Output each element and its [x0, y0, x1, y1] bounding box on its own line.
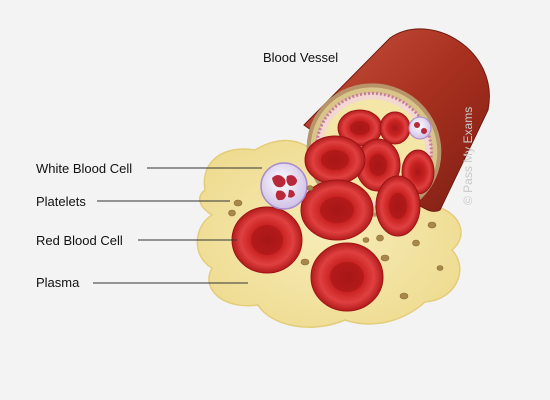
red-blood-cells-in-vessel: [304, 109, 435, 237]
white-blood-cell-in-vessel: [408, 116, 432, 140]
watermark: © Pass My Exams: [461, 107, 475, 205]
leader-lines: [93, 167, 262, 284]
label-white-blood-cell: White Blood Cell: [36, 161, 133, 176]
label-blood-vessel: Blood Vessel: [263, 50, 339, 65]
label-red-blood-cell: Red Blood Cell: [36, 233, 123, 248]
red-blood-cells-outside: [231, 179, 384, 312]
label-plasma: Plasma: [36, 275, 80, 290]
white-blood-cell: [260, 162, 308, 210]
platelets: [228, 185, 444, 300]
label-platelets: Platelets: [36, 194, 86, 209]
